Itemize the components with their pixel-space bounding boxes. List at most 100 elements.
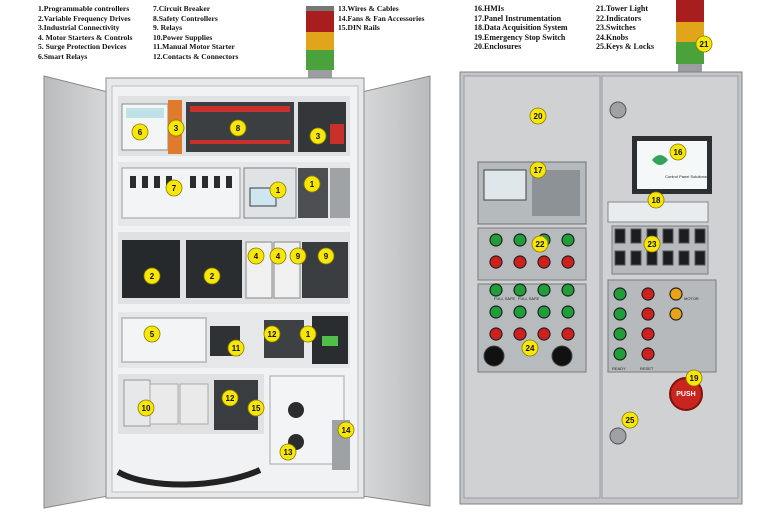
indicator-light xyxy=(613,327,627,341)
callout-dot xyxy=(317,247,335,265)
callout-marker: 2 xyxy=(203,267,221,285)
callout-marker: 23 xyxy=(643,235,661,253)
callout-marker: 1 xyxy=(269,181,287,199)
tower-light-left xyxy=(306,6,334,78)
legend-column-5: 21.Tower Light 22.Indicators 23.Switches… xyxy=(596,4,654,52)
callout-number: 4 xyxy=(276,252,281,261)
legend-item: 17.Panel Instrumentation xyxy=(474,13,562,23)
indicator-light xyxy=(641,287,655,301)
legend-item: 10.Power Supplies xyxy=(153,32,213,42)
legend-item: 3.Industrial Connectivity xyxy=(38,23,120,33)
legend-item: 7.Circuit Breaker xyxy=(153,4,211,13)
legend-item: 16.HMIs xyxy=(474,4,504,13)
legend-item: 13.Wires & Cables xyxy=(338,4,399,13)
callout-dot xyxy=(529,107,547,125)
callout-dot xyxy=(669,143,687,161)
callout-dot xyxy=(247,399,265,417)
callout-marker: 13 xyxy=(279,443,297,461)
callout-number: 13 xyxy=(284,448,293,457)
callout-number: 1 xyxy=(306,330,311,339)
callout-marker: 1 xyxy=(303,175,321,193)
legend-item: 19.Emergency Stop Switch xyxy=(474,32,566,42)
indicator-lights xyxy=(483,228,706,367)
callout-dot xyxy=(695,35,713,53)
callout-number: 15 xyxy=(252,404,261,413)
tower-light-right xyxy=(676,0,704,72)
callout-number: 18 xyxy=(652,196,661,205)
callout-dot xyxy=(279,443,297,461)
legend-item: 6.Smart Relays xyxy=(38,51,88,61)
legend-item: 2.Variable Frequency Drives xyxy=(38,13,131,23)
legend-item: 8.Safety Controllers xyxy=(153,13,218,23)
selector-switch xyxy=(678,228,690,244)
legend-item: 5. Surge Protection Devices xyxy=(38,42,127,52)
callout-marker: 16 xyxy=(669,143,687,161)
indicator-light xyxy=(489,255,503,269)
legend-item: 11.Manual Motor Starter xyxy=(153,42,235,52)
callout-marker: 10 xyxy=(137,399,155,417)
callout-number: 6 xyxy=(138,128,143,137)
callout-dot xyxy=(269,181,287,199)
callout-dot xyxy=(221,389,239,407)
indicator-light xyxy=(613,347,627,361)
callout-number: 21 xyxy=(700,40,709,49)
callout-dot xyxy=(137,399,155,417)
legend-item: 12.Contacts & Connectors xyxy=(153,51,239,61)
callout-marker: 4 xyxy=(247,247,265,265)
callout-number: 17 xyxy=(534,166,543,175)
callout-dot xyxy=(289,247,307,265)
callout-dot xyxy=(643,235,661,253)
callout-number: 3 xyxy=(316,132,321,141)
legend-item: 9. Relays xyxy=(153,23,183,33)
callout-number: 16 xyxy=(674,148,683,157)
selector-switch xyxy=(614,228,626,244)
callout-marker: 8 xyxy=(229,119,247,137)
callout-dot xyxy=(685,369,703,387)
indicator-light xyxy=(489,283,503,297)
indicator-light xyxy=(561,305,575,319)
door-label: FULL SAFE xyxy=(518,296,540,301)
indicator-light xyxy=(561,233,575,247)
callout-number: 1 xyxy=(276,186,281,195)
callout-dot xyxy=(299,325,317,343)
indicator-light xyxy=(489,327,503,341)
callout-dot xyxy=(337,421,355,439)
knob xyxy=(483,345,505,367)
callout-dot xyxy=(167,119,185,137)
callout-number: 12 xyxy=(226,394,235,403)
selector-switch xyxy=(646,250,658,266)
callout-marker: 7 xyxy=(165,179,183,197)
callout-dot xyxy=(521,339,539,357)
callout-marker: 20 xyxy=(529,107,547,125)
callout-marker: 17 xyxy=(529,161,547,179)
knob xyxy=(551,345,573,367)
callout-marker: 15 xyxy=(247,399,265,417)
selector-switch xyxy=(630,250,642,266)
indicator-light xyxy=(537,305,551,319)
door-label: RESET xyxy=(640,366,654,371)
callout-marker: 5 xyxy=(143,325,161,343)
callout-number: 2 xyxy=(210,272,215,281)
indicator-light xyxy=(641,347,655,361)
callout-number: 12 xyxy=(268,330,277,339)
callout-marker: 21 xyxy=(695,35,713,53)
callout-dot xyxy=(529,161,547,179)
indicator-light xyxy=(537,283,551,297)
hmi-label: Control Panel Solutions xyxy=(665,174,707,179)
callout-number: 19 xyxy=(690,374,699,383)
legend-column-1: 1.Programmable controllers 2.Variable Fr… xyxy=(38,4,132,62)
callout-number: 11 xyxy=(232,344,241,353)
legend-item: 22.Indicators xyxy=(596,13,642,23)
callout-number: 14 xyxy=(342,426,351,435)
callout-marker: 18 xyxy=(647,191,665,209)
callout-dot xyxy=(303,175,321,193)
callout-dot xyxy=(621,411,639,429)
callout-dot xyxy=(263,325,281,343)
legend-item: 15.DIN Rails xyxy=(338,23,380,33)
callout-dot xyxy=(647,191,665,209)
legend-column-4: 16.HMIs 17.Panel Instrumentation 18.Data… xyxy=(474,4,568,52)
legend-item: 25.Keys & Locks xyxy=(596,42,654,52)
callout-marker: 2 xyxy=(143,267,161,285)
callout-marker: 19 xyxy=(685,369,703,387)
